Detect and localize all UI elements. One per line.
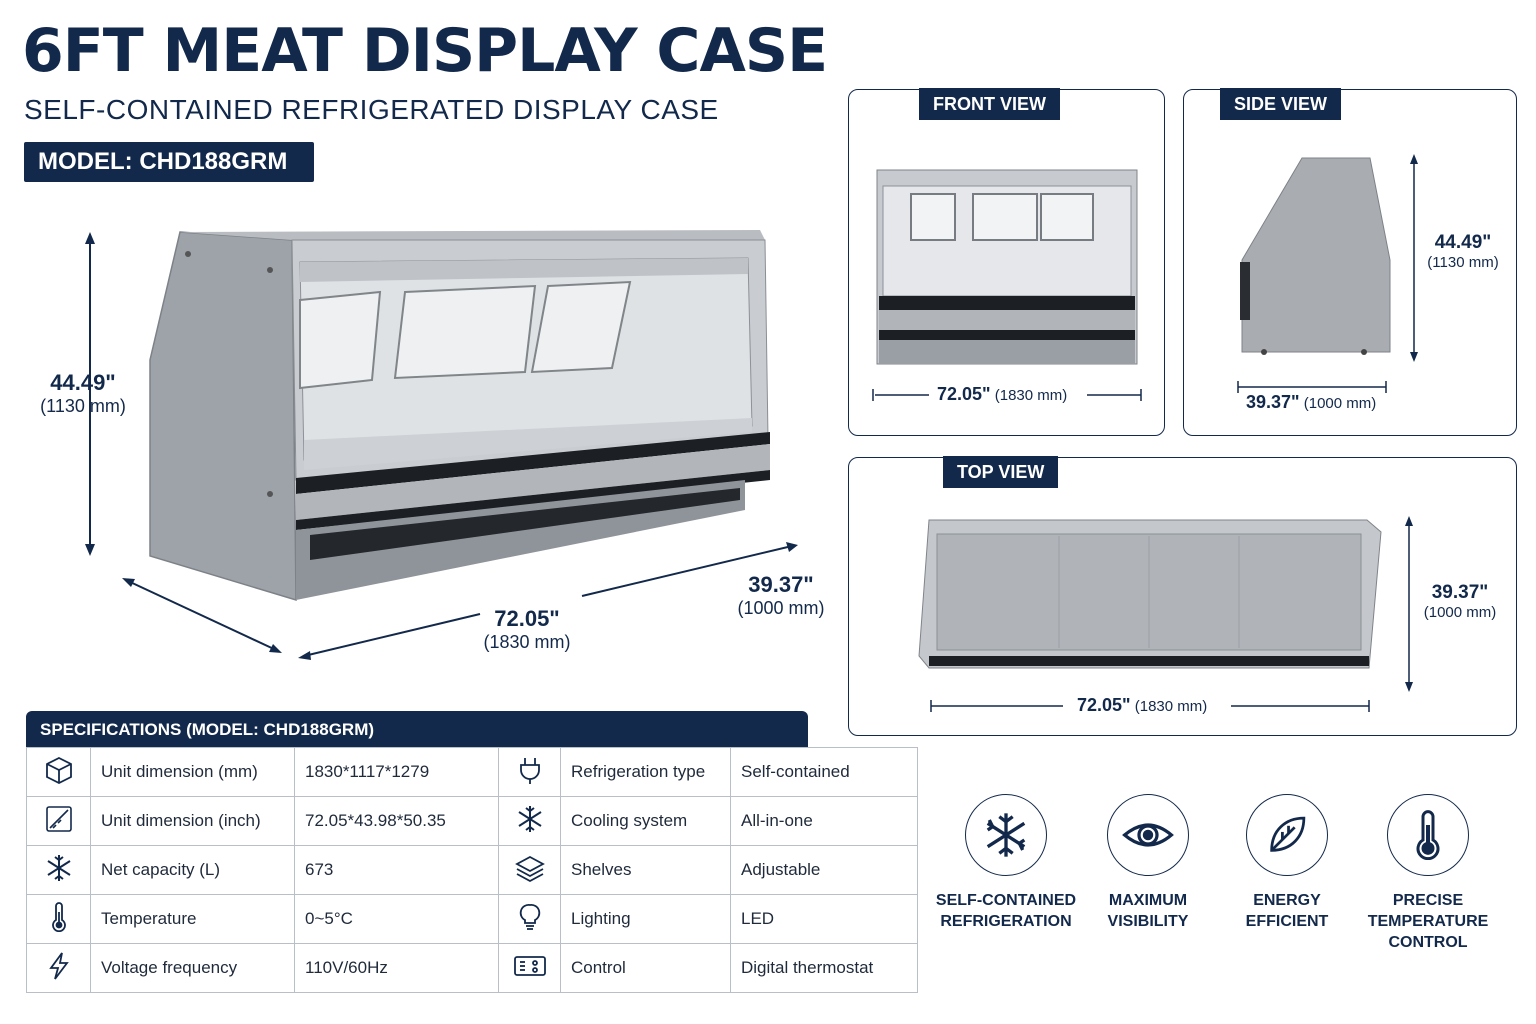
control-panel-icon — [498, 943, 561, 993]
front-view-width: 72.05" (1830 mm) — [937, 384, 1068, 404]
top-view-width: 72.05" (1830 mm) — [1077, 695, 1208, 715]
side-view-height: 44.49" (1130 mm) — [1427, 232, 1499, 271]
lightning-icon — [26, 943, 91, 993]
thermometer-icon — [1387, 794, 1469, 876]
top-view-drawing — [918, 516, 1413, 712]
height-arrow — [85, 232, 95, 556]
thermometer-icon — [26, 894, 91, 944]
spec-value: LED — [730, 894, 918, 944]
spec-value: 0~5°C — [294, 894, 499, 944]
snowflake-icon — [965, 794, 1047, 876]
front-view-drawing — [872, 169, 1142, 401]
feature-energy: ENERGY EFFICIENT — [1212, 794, 1362, 932]
width-arrow — [298, 542, 798, 660]
feature-label: SELF-CONTAINED REFRIGERATION — [935, 892, 1077, 930]
spec-value: 72.05*43.98*50.35 — [294, 796, 499, 846]
top-view-depth: 39.37" (1000 mm) — [1423, 582, 1497, 621]
table-row: Voltage frequency 110V/60Hz Control Digi… — [26, 943, 918, 993]
page-subtitle: SELF-CONTAINED REFRIGERATED DISPLAY CASE — [24, 94, 719, 125]
feature-visibility: MAXIMUM VISIBILITY — [1073, 794, 1223, 932]
front-view-label: FRONT VIEW — [919, 88, 1060, 120]
feature-self-contained: SELF-CONTAINED REFRIGERATION — [931, 794, 1081, 932]
front-view-panel: FRONT VIEW 72.05" (1830 mm) — [848, 88, 1165, 436]
top-view-label: TOP VIEW — [943, 456, 1059, 488]
depth-dimension: 39.37" (1000 mm) — [737, 572, 825, 618]
side-view-drawing — [1237, 154, 1418, 393]
lightbulb-icon — [498, 894, 561, 944]
spec-label: Shelves — [560, 845, 731, 895]
ruler-square-icon — [26, 796, 91, 846]
feature-label: ENERGY EFFICIENT — [1245, 892, 1329, 930]
specifications-table: Unit dimension (mm) 1830*1117*1279 Refri… — [26, 747, 918, 993]
spec-value: 673 — [294, 845, 499, 895]
side-view-label: SIDE VIEW — [1220, 88, 1342, 120]
top-view-panel: TOP VIEW 39.37" (1000 mm) 72.05" (1830 m… — [848, 456, 1517, 736]
spec-label: Refrigeration type — [560, 747, 731, 797]
spec-label: Temperature — [90, 894, 295, 944]
leaf-icon — [1246, 794, 1328, 876]
table-row: Net capacity (L) 673 Shelves Adjustable — [26, 845, 918, 895]
spec-label: Control — [560, 943, 731, 993]
spec-label: Cooling system — [560, 796, 731, 846]
feature-temperature: PRECISE TEMPERATURE CONTROL — [1353, 794, 1503, 953]
spec-value: Self-contained — [730, 747, 918, 797]
table-row: Unit dimension (mm) 1830*1117*1279 Refri… — [26, 747, 918, 797]
side-view-panel: SIDE VIEW 44.49" (1130 mm) 39.37" (1000 … — [1183, 88, 1517, 436]
spec-label: Voltage frequency — [90, 943, 295, 993]
feature-label: MAXIMUM VISIBILITY — [1107, 892, 1189, 930]
plug-icon — [498, 747, 561, 797]
spec-label: Unit dimension (mm) — [90, 747, 295, 797]
spec-label: Net capacity (L) — [90, 845, 295, 895]
feature-label: PRECISE TEMPERATURE CONTROL — [1367, 892, 1489, 951]
layers-icon — [498, 845, 561, 895]
spec-value: 1830*1117*1279 — [294, 747, 499, 797]
spec-value: Digital thermostat — [730, 943, 918, 993]
eye-icon — [1107, 794, 1189, 876]
spec-value: 110V/60Hz — [294, 943, 499, 993]
snowflake-icon — [498, 796, 561, 846]
table-row: Temperature 0~5°C Lighting LED — [26, 894, 918, 944]
model-badge: MODEL: CHD188GRM — [24, 142, 314, 182]
table-row: Unit dimension (inch) 72.05*43.98*50.35 … — [26, 796, 918, 846]
side-view-depth: 39.37" (1000 mm) — [1246, 392, 1377, 412]
snowflake-icon — [26, 845, 91, 895]
depth-arrow — [122, 578, 282, 653]
height-dimension: 44.49" (1130 mm) — [40, 370, 126, 416]
spec-label: Lighting — [560, 894, 731, 944]
spec-label: Unit dimension (inch) — [90, 796, 295, 846]
display-case-illustration — [85, 230, 798, 660]
cube-icon — [26, 747, 91, 797]
spec-value: All-in-one — [730, 796, 918, 846]
width-dimension: 72.05" (1830 mm) — [483, 606, 571, 652]
spec-value: Adjustable — [730, 845, 918, 895]
page-title: 6FT MEAT DISPLAY CASE — [22, 16, 828, 86]
specifications-header: SPECIFICATIONS (MODEL: CHD188GRM) — [26, 711, 808, 748]
